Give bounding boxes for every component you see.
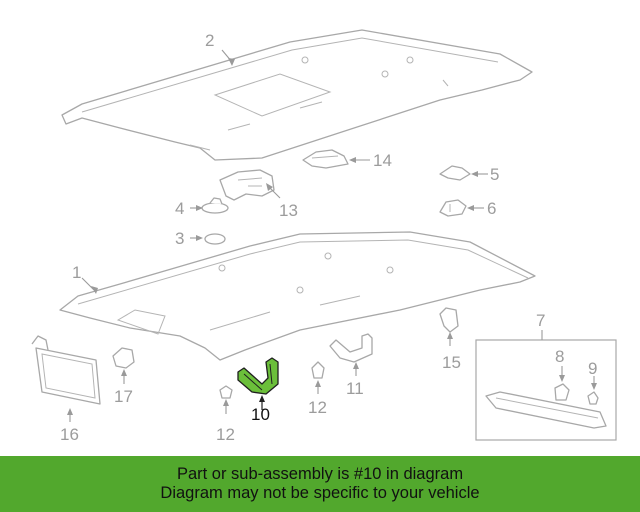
- callout-3: 3: [175, 229, 184, 248]
- part-14-bracket: [302, 149, 349, 169]
- part-2-headliner-upper: [61, 29, 533, 161]
- part-7-inset-group: [475, 339, 617, 441]
- part-5-clip: [439, 165, 471, 181]
- part-15-bracket: [439, 307, 459, 333]
- part-12-clip-left: [219, 385, 233, 399]
- callout-8: 8: [555, 347, 564, 366]
- callout-10: 10: [251, 405, 270, 424]
- callout-17: 17: [114, 387, 133, 406]
- callout-14: 14: [373, 151, 392, 170]
- callout-1: 1: [72, 263, 81, 282]
- callout-6: 6: [487, 199, 496, 218]
- callout-2: 2: [205, 31, 214, 50]
- part-4-lamp-base: [201, 197, 229, 214]
- part-17-visor-holder: [112, 347, 135, 369]
- part-10-assist-grip: [237, 357, 279, 395]
- part-13-bracket: [219, 169, 275, 201]
- banner-line-2: Diagram may not be specific to your vehi…: [160, 484, 480, 502]
- callout-13: 13: [279, 201, 298, 220]
- parts-diagram: 2 14 5 13 4 6 3: [31, 29, 617, 444]
- part-11-assist-grip: [329, 333, 373, 363]
- callout-12-right: 12: [308, 398, 327, 417]
- part-6-clip: [439, 199, 467, 217]
- callout-7: 7: [536, 311, 545, 330]
- callout-11: 11: [346, 379, 364, 398]
- callout-15: 15: [442, 353, 461, 372]
- callout-12-left: 12: [216, 425, 235, 444]
- banner-line-1: Part or sub-assembly is #10 in diagram: [176, 465, 464, 483]
- part-1-headliner-lower: [59, 231, 536, 361]
- callout-9: 9: [588, 359, 597, 378]
- part-3-cap: [204, 233, 226, 245]
- callout-4: 4: [175, 199, 184, 218]
- callout-5: 5: [490, 165, 499, 184]
- info-banner: Part or sub-assembly is #10 in diagram D…: [0, 456, 640, 512]
- part-16-sun-visor: [31, 335, 101, 405]
- part-12-clip-right: [311, 361, 325, 379]
- callout-16: 16: [60, 425, 79, 444]
